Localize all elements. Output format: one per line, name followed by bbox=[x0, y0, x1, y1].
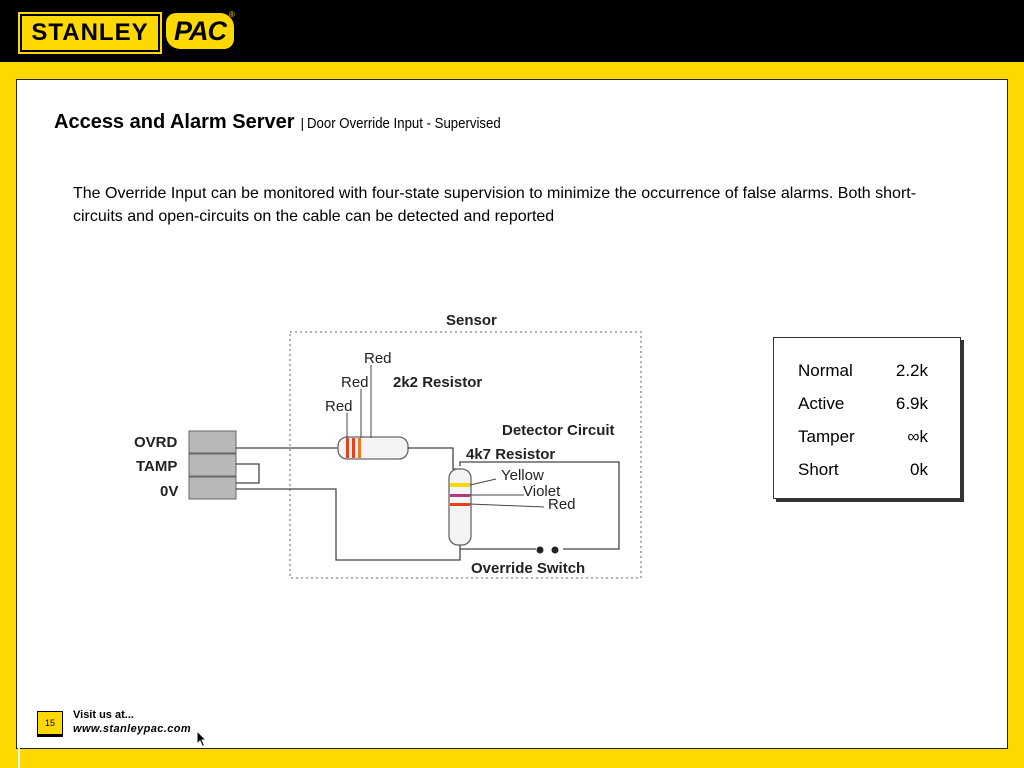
state-row-tamper: Tamper ∞k bbox=[798, 427, 928, 451]
title-subtitle: Door Override Input - Supervised bbox=[307, 115, 501, 132]
state-label: Short bbox=[798, 460, 839, 479]
leader-red-4 bbox=[469, 503, 545, 508]
band-label-red-2: Red bbox=[341, 374, 369, 391]
resistor-2k2-band-2 bbox=[352, 438, 355, 458]
band-label-red-1: Red bbox=[325, 398, 353, 415]
terminal-label-ovrd: OVRD bbox=[134, 434, 178, 451]
resistor-4k7-label: 4k7 Resistor bbox=[466, 446, 555, 463]
page-number: 15 bbox=[37, 711, 63, 737]
title-separator: | bbox=[300, 115, 305, 131]
website-link[interactable]: www.stanleypac.com bbox=[73, 723, 192, 735]
band-label-violet: Violet bbox=[523, 483, 561, 500]
terminal-label-0v: 0V bbox=[160, 483, 178, 500]
terminal-tamp bbox=[188, 453, 237, 477]
pac-registered-mark: ® bbox=[229, 10, 235, 19]
state-label: Tamper bbox=[798, 427, 855, 446]
resistor-4k7-body bbox=[448, 468, 472, 546]
left-edge-line bbox=[18, 748, 20, 768]
sensor-boundary bbox=[289, 331, 642, 579]
band-label-yellow: Yellow bbox=[501, 467, 544, 484]
pac-logo-text: PAC bbox=[173, 15, 227, 46]
terminal-0v bbox=[188, 476, 237, 500]
band-label-red-3: Red bbox=[364, 350, 392, 367]
state-value: 6.9k bbox=[895, 394, 928, 413]
resistor-2k2-label: 2k2 Resistor bbox=[393, 374, 482, 391]
switch-contact-right bbox=[551, 546, 559, 554]
wire-2k2-to-detector bbox=[408, 447, 460, 470]
state-row-active: Active 6.9k bbox=[798, 394, 928, 418]
resistor-4k7-band-red bbox=[450, 503, 470, 506]
slide-title: Access and Alarm Server |Door Override In… bbox=[54, 111, 527, 134]
pac-logo: PAC bbox=[166, 13, 234, 49]
resistance-states-table: Normal 2.2k Active 6.9k Tamper ∞k Short … bbox=[773, 337, 961, 499]
resistor-2k2-band-1 bbox=[346, 438, 349, 458]
switch-contact-left bbox=[536, 546, 544, 554]
sensor-label: Sensor bbox=[446, 312, 497, 329]
stanley-logo-text: STANLEY bbox=[31, 19, 149, 46]
header-bar: STANLEY ® PAC ® bbox=[0, 0, 1024, 62]
state-label: Normal bbox=[798, 361, 853, 380]
override-switch-label: Override Switch bbox=[471, 560, 585, 577]
detector-circuit-label: Detector Circuit bbox=[502, 422, 615, 439]
wire-0v bbox=[236, 488, 461, 561]
tamper-loop bbox=[236, 463, 260, 484]
mouse-pointer-icon bbox=[196, 730, 208, 748]
terminal-label-tamp: TAMP bbox=[136, 458, 177, 475]
resistor-2k2-band-3 bbox=[358, 438, 361, 458]
body-paragraph: The Override Input can be monitored with… bbox=[73, 185, 917, 225]
state-label: Active bbox=[798, 394, 845, 413]
stanley-logo: STANLEY bbox=[20, 14, 160, 52]
state-row-normal: Normal 2.2k bbox=[798, 361, 928, 385]
title-main: Access and Alarm Server bbox=[54, 111, 295, 133]
resistor-4k7-band-yellow bbox=[450, 483, 470, 487]
leader-yellow bbox=[469, 478, 497, 486]
state-value: ∞k bbox=[907, 427, 928, 446]
state-value: 2.2k bbox=[895, 361, 928, 380]
stanley-registered-mark: ® bbox=[150, 42, 156, 51]
band-label-red-4: Red bbox=[548, 496, 576, 513]
wire-top-right bbox=[459, 461, 620, 550]
state-value: 0k bbox=[910, 460, 928, 479]
resistor-4k7-band-violet bbox=[450, 494, 470, 497]
wiring-diagram: Sensor OVRD TAMP 0V Red Red Red 2k2 Resi… bbox=[134, 312, 642, 579]
slide-content: Access and Alarm Server |Door Override In… bbox=[16, 79, 1008, 749]
state-row-short: Short 0k bbox=[798, 460, 928, 484]
terminal-ovrd bbox=[188, 430, 237, 454]
visit-label: Visit us at... bbox=[73, 709, 134, 721]
